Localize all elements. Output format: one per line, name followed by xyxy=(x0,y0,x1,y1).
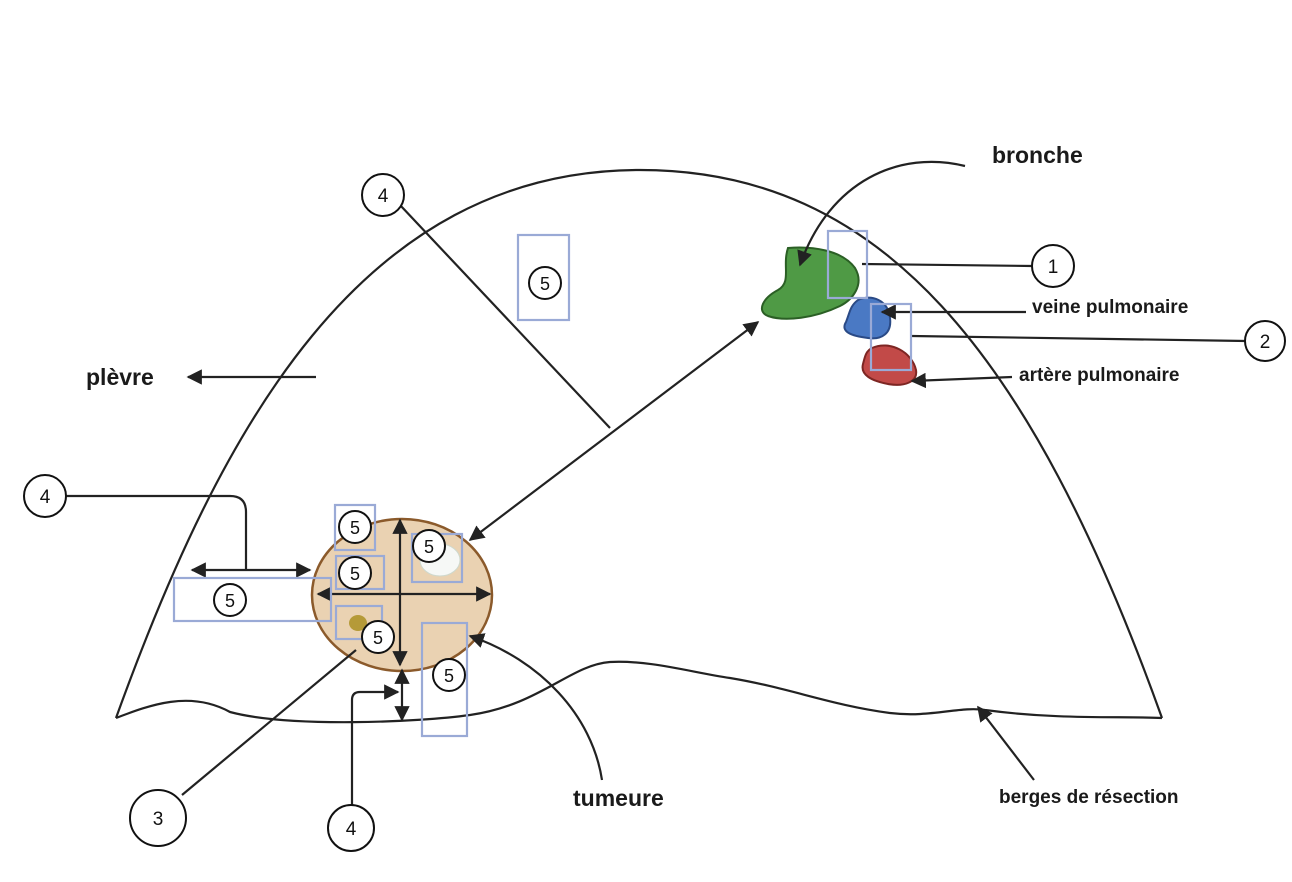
tumor-nodule xyxy=(349,615,367,631)
label-plevre: plèvre xyxy=(86,364,154,390)
label-tumeur: tumeure xyxy=(573,785,664,811)
marker-4-bottom: 4 xyxy=(327,804,375,852)
sample-box-tumor-bottom xyxy=(420,621,469,738)
marker-5-left-margin: 5 xyxy=(213,583,247,617)
tumor-bronchus-distance-arrow xyxy=(468,321,760,541)
berges-arrow xyxy=(977,705,1035,781)
marker-5-tumor-nodule: 5 xyxy=(361,620,395,654)
resection-margin-outline xyxy=(115,660,1163,724)
bronche-arrow xyxy=(797,160,966,267)
marker-3: 3 xyxy=(129,789,187,847)
pleura-outline xyxy=(114,168,1164,719)
leader-4-left xyxy=(66,494,248,570)
marker-5-tumor-pale: 5 xyxy=(412,529,446,563)
sample-box-tumor-top xyxy=(333,503,377,552)
label-artere-pulmonaire: artère pulmonaire xyxy=(1019,365,1180,386)
marker-2: 2 xyxy=(1244,320,1286,362)
sample-box-left-margin xyxy=(172,576,333,623)
svg-text:5: 5 xyxy=(373,628,383,648)
label-berges-de-resection: berges de résection xyxy=(999,787,1179,808)
leader-3 xyxy=(181,649,357,796)
svg-text:5: 5 xyxy=(444,666,454,686)
svg-text:2: 2 xyxy=(1260,332,1271,353)
label-veine-pulmonaire: veine pulmonaire xyxy=(1032,297,1188,318)
svg-text:5: 5 xyxy=(540,274,550,294)
pulmonary-artery-shape xyxy=(861,344,918,386)
sample-box-upper xyxy=(516,233,571,322)
marker-4-top: 4 xyxy=(361,173,405,217)
svg-text:5: 5 xyxy=(350,564,360,584)
sample-box-vessels xyxy=(869,302,913,372)
bronchus-shape xyxy=(760,246,860,320)
leader-1 xyxy=(861,262,1033,268)
sample-box-bronchus xyxy=(826,229,869,300)
svg-text:3: 3 xyxy=(153,809,164,830)
label-bronche: bronche xyxy=(992,142,1083,168)
tumeur-arrow xyxy=(468,633,604,781)
svg-text:5: 5 xyxy=(225,591,235,611)
artere-arrow xyxy=(910,372,1013,389)
marker-5-tumor-bottom: 5 xyxy=(432,658,466,692)
leader-2 xyxy=(911,334,1247,343)
marker-5-tumor-top: 5 xyxy=(338,510,372,544)
marker-1: 1 xyxy=(1031,244,1075,288)
svg-text:5: 5 xyxy=(424,537,434,557)
svg-text:5: 5 xyxy=(350,518,360,538)
marker-5-upper: 5 xyxy=(528,266,562,300)
leader-4-bottom xyxy=(350,684,400,806)
svg-text:4: 4 xyxy=(378,186,389,207)
svg-text:4: 4 xyxy=(40,487,51,508)
marker-4-left: 4 xyxy=(23,474,67,518)
svg-text:1: 1 xyxy=(1048,257,1059,278)
leader-4-top xyxy=(399,204,611,429)
svg-text:4: 4 xyxy=(346,819,357,840)
marker-5-tumor-mid: 5 xyxy=(338,556,372,590)
